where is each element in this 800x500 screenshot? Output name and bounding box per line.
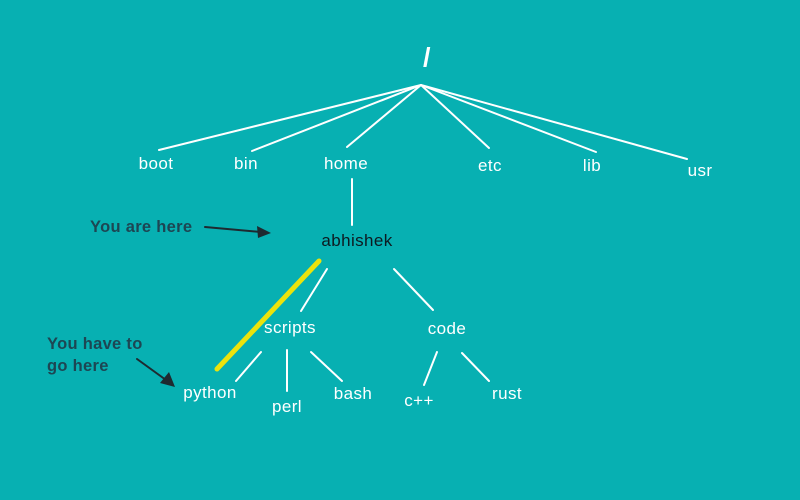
node-code: code (427, 319, 467, 338)
edge-root-etc (420, 84, 490, 149)
edge-scripts-bash (310, 351, 343, 382)
annotation-you-have-to-line2: go here (47, 357, 109, 375)
edge-abhishek-code (393, 268, 434, 311)
node-rust: rust (492, 384, 522, 403)
edge-abhishek-scripts (300, 268, 328, 312)
you-are-here-arrow (204, 226, 271, 238)
node-root: / (423, 42, 431, 73)
node-abhishek: abhishek (321, 231, 393, 250)
node-python: python (183, 383, 237, 402)
highlight-path-abhishek-python (214, 258, 322, 372)
node-perl: perl (272, 397, 302, 416)
edge-code-cpp (423, 351, 438, 386)
edge-scripts-python (235, 351, 262, 382)
node-bash: bash (333, 384, 373, 403)
node-cpp: c++ (404, 391, 434, 410)
annotation-you-have-to-go-here: You have to go here (47, 333, 143, 377)
node-lib: lib (582, 156, 602, 175)
annotation-you-are-here: You are here (90, 218, 193, 236)
node-scripts: scripts (264, 318, 316, 337)
annotation-you-have-to-line1: You have to (47, 335, 143, 353)
edge-code-rust (461, 352, 490, 382)
edge-root-usr (420, 84, 688, 160)
you-have-to-go-here-arrow (136, 358, 175, 387)
node-home: home (323, 154, 369, 173)
edge-root-boot (158, 84, 422, 151)
node-bin: bin (234, 154, 258, 173)
edge-root-lib (420, 84, 597, 153)
edge-root-home (346, 84, 422, 148)
edge-root-bin (251, 84, 422, 152)
node-boot: boot (138, 154, 174, 173)
node-usr: usr (687, 161, 713, 180)
node-etc: etc (478, 156, 502, 175)
